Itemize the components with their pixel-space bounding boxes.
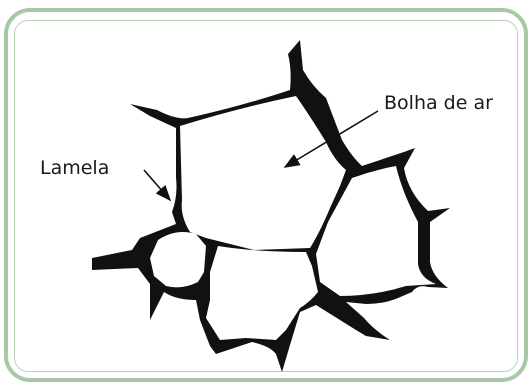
foam-network (92, 40, 450, 372)
lamella-label: Lamela (40, 159, 109, 178)
air-bubble-label: Bolha de ar (384, 94, 493, 113)
lamella-arrow (144, 170, 170, 200)
